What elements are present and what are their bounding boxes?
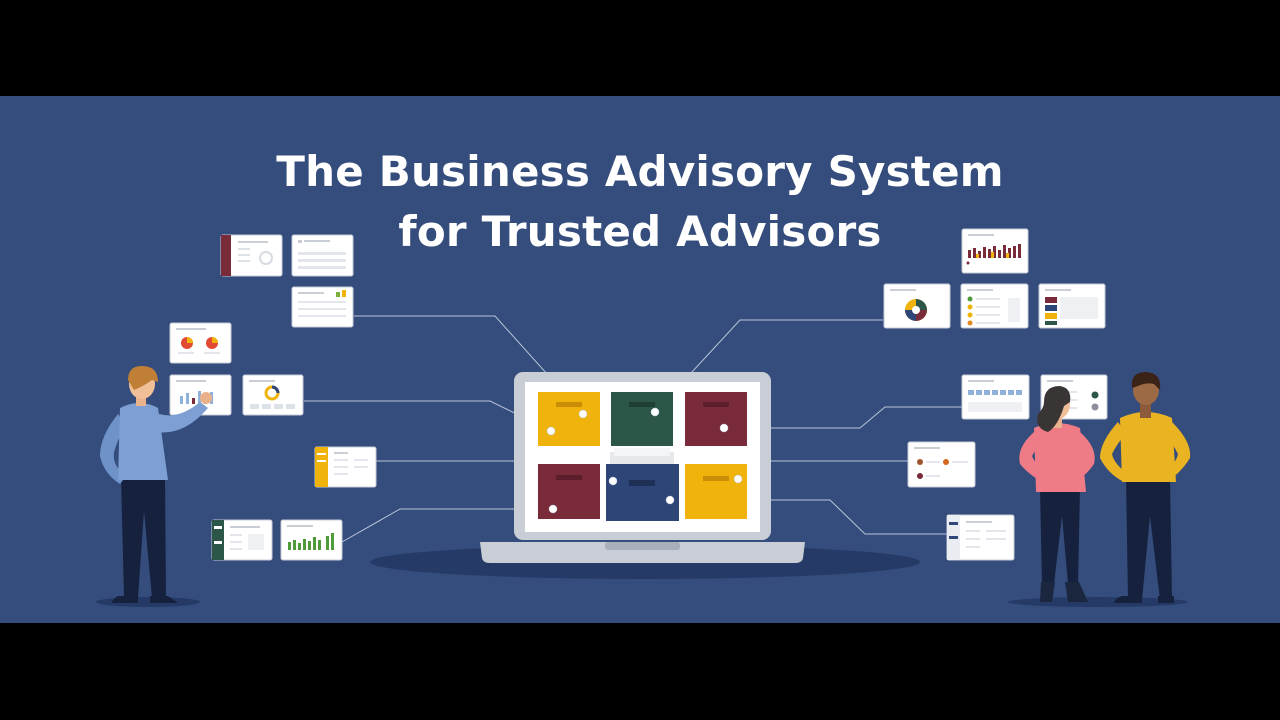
advisor-woman-illustration: [1019, 386, 1095, 602]
card-right-2: [883, 283, 951, 329]
page-title: The Business Advisory System for Trusted…: [0, 142, 1280, 262]
banner-illustration: The Business Advisory System for Trusted…: [0, 96, 1280, 623]
card-right-8: [946, 514, 1015, 561]
card-left-1: [220, 234, 283, 277]
card-right-1: [961, 228, 1029, 274]
card-right-7: [907, 441, 976, 488]
card-left-9: [280, 519, 343, 561]
right-people-floor-shadow: [1008, 597, 1188, 607]
card-right-5: [961, 374, 1030, 420]
card-left-8: [211, 519, 273, 561]
card-left-3: [291, 286, 354, 328]
drawer-maroon-1: [685, 392, 747, 446]
title-line-1: The Business Advisory System: [276, 147, 1004, 196]
letterbox-bottom: [0, 623, 1280, 720]
advisor-man-illustration: [100, 366, 212, 603]
file-cabinet-illustration: [606, 448, 679, 521]
title-line-2: for Trusted Advisors: [398, 207, 882, 256]
card-left-6: [242, 374, 304, 416]
laptop-illustration: [480, 372, 805, 563]
card-left-7: [314, 446, 377, 488]
drawer-yellow-2: [685, 464, 747, 519]
card-right-4: [1038, 283, 1106, 329]
drawer-maroon-2: [538, 464, 600, 519]
scene-svg: [96, 228, 1191, 607]
dashboard-card-thumbnails: [169, 234, 377, 561]
card-right-3: [960, 283, 1029, 329]
drawer-green: [611, 392, 673, 446]
letterbox-top: [0, 0, 1280, 96]
card-left-2: [291, 234, 354, 277]
card-left-4: [169, 322, 232, 364]
dashboard-card-thumbnails-right: [883, 228, 1108, 561]
left-person-floor-shadow: [96, 597, 200, 607]
advisor-man-yellow-illustration: [1100, 372, 1191, 603]
drawer-yellow-1: [538, 392, 600, 446]
